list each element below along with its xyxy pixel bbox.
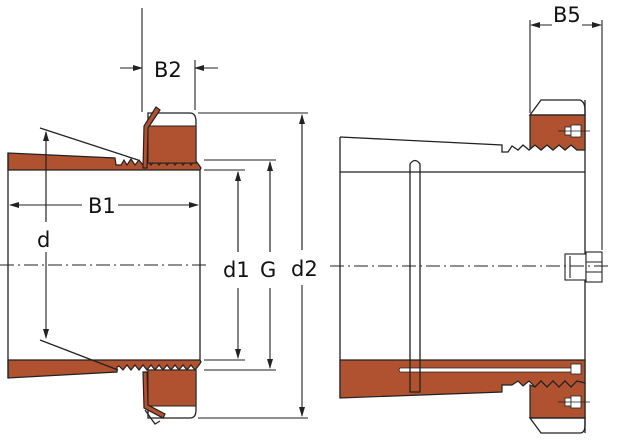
sleeve-wall-bottom xyxy=(7,359,202,379)
b2-label: B2 xyxy=(154,58,182,82)
locking-screw-top xyxy=(558,124,590,138)
nut-bottom-chamfer xyxy=(528,417,586,434)
b5-extension-lines xyxy=(529,20,603,250)
d1-label: d1 xyxy=(223,258,250,282)
g-label: G xyxy=(260,258,276,282)
slot-groove xyxy=(398,367,579,373)
nut-top-chamfer xyxy=(528,99,586,116)
lock-washer-top xyxy=(142,106,161,169)
side-view: B5 xyxy=(330,3,612,434)
lock-nut-bottom-outline xyxy=(147,369,197,419)
section-view: B2 B1 d d1 G d2 xyxy=(0,8,318,424)
lock-washer-tab xyxy=(144,409,161,425)
locking-screw-bottom xyxy=(558,363,590,409)
sleeve-slot xyxy=(409,159,421,393)
d2-label: d2 xyxy=(291,257,318,281)
b1-label: B1 xyxy=(88,194,116,218)
lock-washer-bottom xyxy=(142,371,166,419)
lock-nut-bottom xyxy=(147,369,197,407)
d2-extension-lines xyxy=(198,112,308,419)
lock-nut-top xyxy=(147,125,197,164)
b5-label: B5 xyxy=(553,3,581,27)
locking-bolt xyxy=(564,251,603,283)
d-label: d xyxy=(37,228,50,252)
nut-top xyxy=(529,114,586,151)
